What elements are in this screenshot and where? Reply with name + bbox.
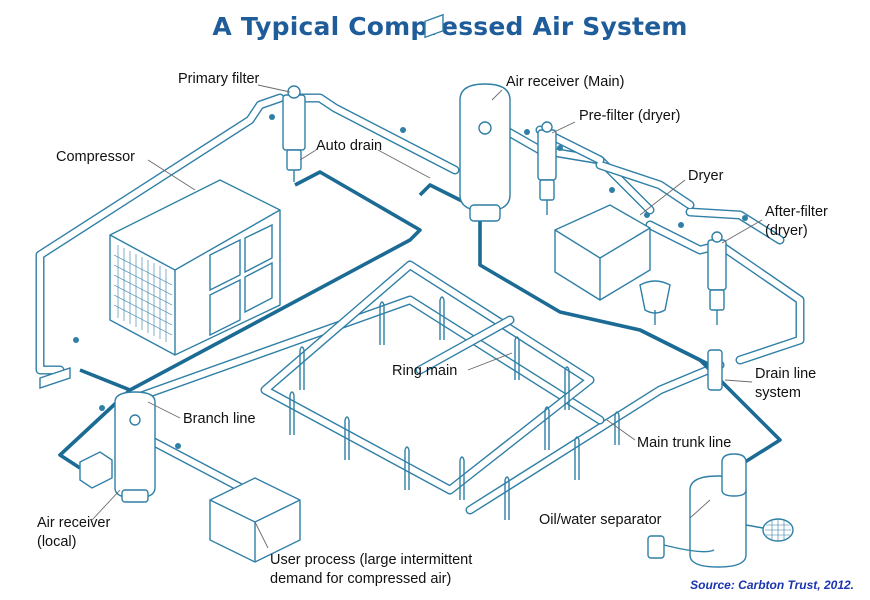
label-after-filter: After-filter (dryer) [765,203,828,241]
label-user-process: User process (large intermittent demand … [270,551,472,589]
air-receiver-main [459,83,511,222]
primary-filter [282,85,306,182]
label-compressor: Compressor [56,149,135,165]
label-air-receiver-local-line1: Air receiver [37,515,111,531]
air-receiver-local [114,391,156,503]
label-oil-water-separator: Oil/water separator [539,512,662,528]
label-user-process-line1: User process (large intermittent [270,552,473,568]
drain-line-system [58,170,782,470]
label-user-process-line2: demand for compressed air) [270,571,452,587]
compressor-grille [113,245,173,342]
pre-filter-dryer [537,121,557,215]
label-drain-line-line2: system [755,385,801,401]
compressor [39,179,281,389]
label-primary-filter: Primary filter [178,71,260,87]
label-air-receiver-main: Air receiver (Main) [506,74,625,90]
label-dryer: Dryer [688,168,724,184]
leader-lines [91,84,763,549]
label-main-trunk-line: Main trunk line [637,435,732,451]
auto-drain-box [424,13,444,39]
drain-line-stub [707,349,723,391]
label-auto-drain: Auto drain [316,138,383,154]
source-citation: Source: Carbton Trust, 2012. [690,578,854,592]
valves [73,114,748,449]
diagram-title: A Typical Compressed Air System [212,12,688,41]
label-after-filter-line2: (dryer) [765,223,808,239]
local-drain-box [79,451,113,489]
label-air-receiver-local-line2: (local) [37,534,77,550]
label-air-receiver-local: Air receiver (local) [37,514,110,552]
label-after-filter-line1: After-filter [765,204,828,220]
ring-main-drops [289,296,620,520]
label-ring-main: Ring main [392,363,458,379]
dryer [554,204,671,325]
after-filter-dryer [707,231,727,325]
label-drain-line-line1: Drain line [755,366,817,382]
label-drain-line: Drain line system [755,365,816,403]
user-process [209,477,301,563]
label-branch-line: Branch line [183,411,256,427]
oil-water-separator [647,453,794,568]
label-pre-filter: Pre-filter (dryer) [579,108,681,124]
